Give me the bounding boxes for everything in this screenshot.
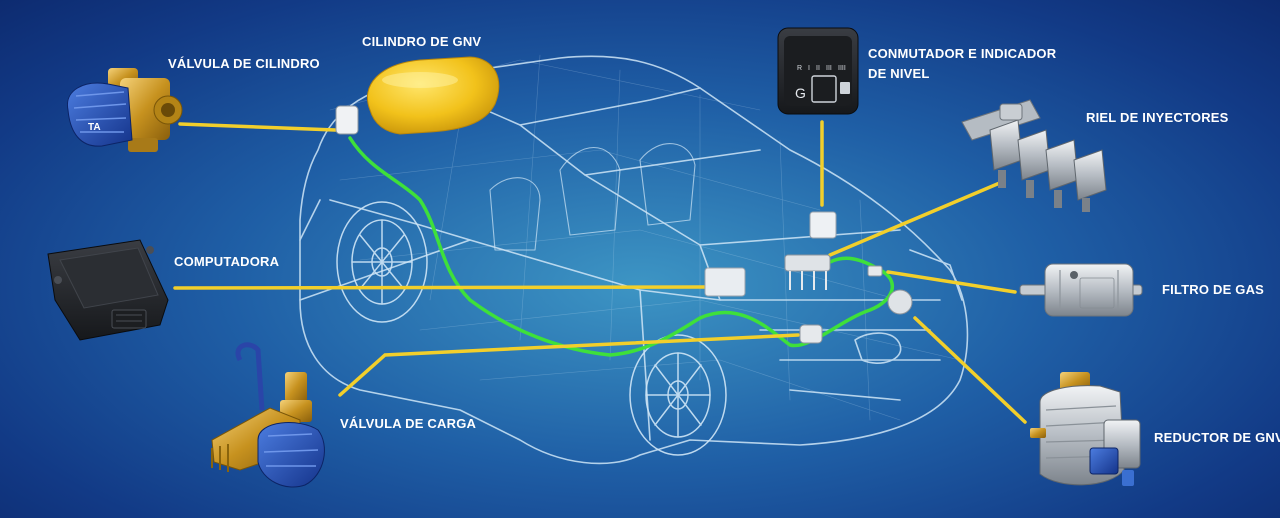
- gas-line: [348, 136, 895, 357]
- ecu-mini: [704, 267, 746, 297]
- computadora-icon: [47, 239, 169, 341]
- label-cilindro-gnv: CILINDRO DE GNV: [362, 34, 482, 49]
- leader-riel: [828, 180, 1004, 257]
- valvula-cilindro-icon: TA: [67, 68, 183, 152]
- filter-mini: [867, 265, 883, 277]
- switch-letter-ii: II: [816, 65, 820, 72]
- valvula-carga-icon: [211, 342, 325, 488]
- switch-mini: [809, 211, 837, 239]
- label-valvula-carga: VÁLVULA DE CARGA: [340, 416, 477, 431]
- reducer-mini: [887, 289, 913, 315]
- label-conmutador-line2: DE NIVEL: [868, 66, 930, 81]
- leader-lines: [173, 120, 1027, 424]
- label-computadora: COMPUTADORA: [174, 254, 280, 269]
- switch-g-letter: G: [795, 85, 806, 101]
- cng-cylinder-icon: [367, 56, 500, 135]
- riel-inyectores-icon: [961, 99, 1107, 212]
- filtro-gas-icon: [1019, 263, 1143, 317]
- switch-letter-iiii: IIII: [838, 65, 846, 72]
- engine-components: [335, 105, 913, 344]
- switch-letter-iii: III: [826, 65, 832, 72]
- leader-carga: [338, 333, 800, 397]
- conmutador-icon: R I II III IIII G: [777, 27, 859, 115]
- leader-valvula-cilindro: [178, 122, 337, 132]
- rail-mini: [784, 254, 831, 290]
- reductor-gnv-icon: [1030, 372, 1141, 486]
- cyl-valve-mini: [335, 105, 359, 135]
- leader-computadora: [173, 285, 707, 290]
- label-filtro-gas: FILTRO DE GAS: [1162, 282, 1265, 297]
- label-conmutador-line1: CONMUTADOR E INDICADOR: [868, 46, 1057, 61]
- charge-valve-mini: [799, 324, 823, 344]
- leader-reductor: [913, 316, 1027, 424]
- switch-letter-r: R: [797, 65, 802, 72]
- leader-filtro: [886, 270, 1017, 294]
- label-riel-inyectores: RIEL DE INYECTORES: [1086, 110, 1229, 125]
- valve-brand-text: TA: [88, 122, 101, 133]
- label-reductor-gnv: REDUCTOR DE GNV: [1154, 430, 1280, 445]
- switch-letter-i: I: [808, 65, 810, 72]
- label-valvula-cilindro: VÁLVULA DE CILINDRO: [168, 56, 320, 71]
